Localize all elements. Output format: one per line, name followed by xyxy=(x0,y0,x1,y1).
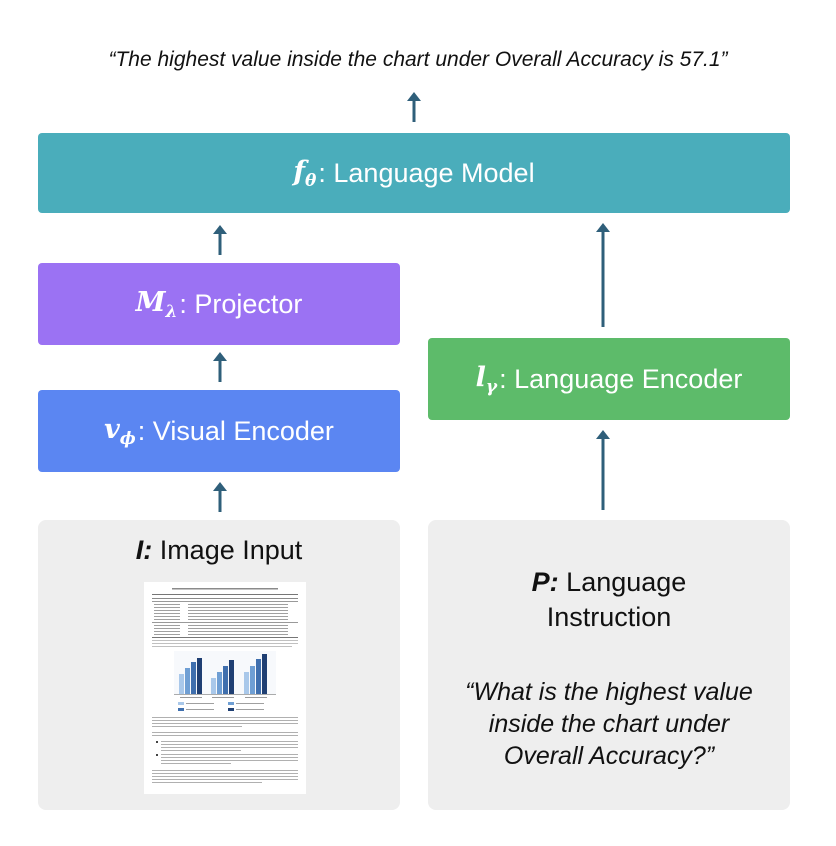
output-text: “The highest value inside the chart unde… xyxy=(108,48,728,71)
projector-label: : Projector xyxy=(179,288,303,319)
visual-encoder-block: vϕ : Visual Encoder xyxy=(38,390,400,472)
language-instruction-title: P: Language Instruction xyxy=(531,567,687,632)
language-encoder-block: lγ : Language Encoder xyxy=(428,338,790,420)
projector-block: Mλ : Projector xyxy=(38,263,400,345)
language-instruction-panel: P: Language Instruction “What is the hig… xyxy=(428,520,790,810)
language-model-block: fθ : Language Model xyxy=(38,133,790,213)
arrow-up-icon xyxy=(596,430,610,510)
language-model-symbol: fθ xyxy=(293,155,317,191)
arrow-up-icon xyxy=(213,225,227,255)
document-page-graphic xyxy=(144,582,306,794)
arrow-up-icon xyxy=(213,352,227,382)
projector-symbol: Mλ xyxy=(135,286,178,322)
document-thumbnail xyxy=(144,582,306,794)
language-encoder-symbol: lγ xyxy=(475,361,498,397)
visual-encoder-label: : Visual Encoder xyxy=(137,415,334,446)
arrow-up-icon xyxy=(407,92,421,122)
instruction-question: “What is the highest value inside the ch… xyxy=(465,678,753,770)
visual-encoder-symbol: vϕ xyxy=(104,413,136,449)
arrow-up-icon xyxy=(596,223,610,327)
image-input-title: I: Image Input xyxy=(135,535,303,565)
language-model-label: : Language Model xyxy=(318,157,535,188)
language-encoder-label: : Language Encoder xyxy=(499,363,743,394)
arrow-up-icon xyxy=(213,482,227,512)
image-input-panel: I: Image Input xyxy=(38,520,400,810)
